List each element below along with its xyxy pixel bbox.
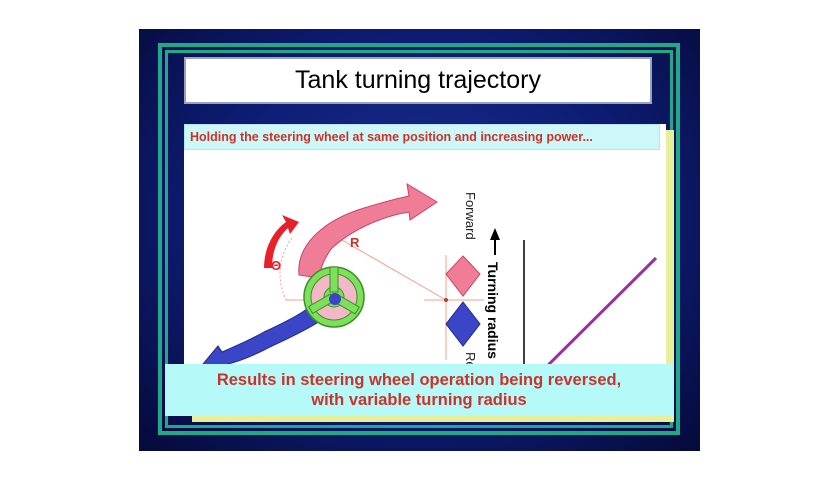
radius-line <box>341 239 447 301</box>
turning-diagram: R Θ Forward Reverse <box>201 183 658 365</box>
footer-line-2: with variable turning radius <box>311 391 527 409</box>
reverse-diamond <box>445 301 481 347</box>
radius-label: R <box>350 235 360 250</box>
footer-line-1: Results in steering wheel operation bein… <box>216 371 622 389</box>
y-axis-label: Turning radius <box>485 262 501 359</box>
theta-arc <box>279 237 293 301</box>
forward-label: Forward <box>463 192 478 240</box>
steering-wheel-icon <box>303 266 365 328</box>
forward-trajectory-arrow <box>298 183 438 279</box>
title-box: Tank turning trajectory <box>184 57 652 104</box>
forward-diamond <box>445 255 481 297</box>
subtitle-text: Holding the steering wheel at same posit… <box>190 130 593 144</box>
theta-label: Θ <box>271 258 281 273</box>
footer-box: Results in steering wheel operation bein… <box>165 364 673 416</box>
slide: Tank turning trajectory Holding the stee… <box>139 29 700 451</box>
reverse-label: Reverse <box>463 352 478 365</box>
y-axis-arrowhead <box>490 228 500 240</box>
turn-center-dot <box>444 298 448 302</box>
slide-title: Tank turning trajectory <box>295 66 541 94</box>
graph-line <box>546 256 658 365</box>
rotation-arrow-icon <box>264 215 299 268</box>
outer-frame <box>158 43 680 435</box>
subtitle-bar: Holding the steering wheel at same posit… <box>184 124 660 150</box>
